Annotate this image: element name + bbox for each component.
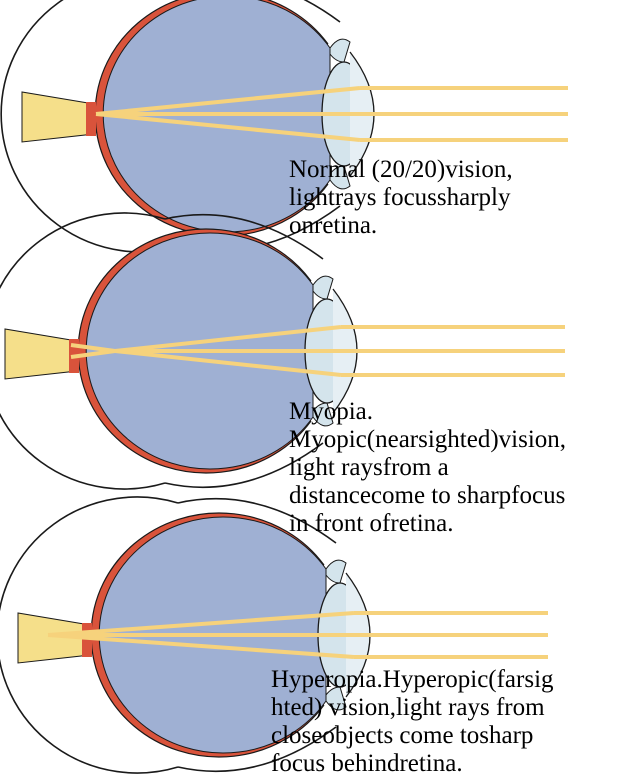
- caption-line: Hyperopia.Hyperopic(farsig: [271, 666, 554, 694]
- caption-line: lightrays focussharply: [289, 184, 513, 212]
- caption-line: Normal (20/20)vision,: [289, 156, 513, 184]
- caption-line: onretina.: [289, 212, 513, 240]
- caption-line: Myopia.: [289, 398, 566, 426]
- caption-myopia: Myopia. Myopic(nearsighted)vision, light…: [289, 398, 566, 538]
- caption-line: light raysfrom a: [289, 454, 566, 482]
- caption-line: distancecome to sharpfocus: [289, 482, 566, 510]
- caption-normal: Normal (20/20)vision, lightrays focussha…: [289, 156, 513, 240]
- caption-line: in front ofretina.: [289, 510, 566, 538]
- caption-line: closeobjects come tosharp: [271, 722, 554, 750]
- caption-line: focus behindretina.: [271, 750, 554, 778]
- caption-line: hted) vision,light rays from: [271, 694, 554, 722]
- caption-hyperopia: Hyperopia.Hyperopic(farsig hted) vision,…: [271, 666, 554, 778]
- caption-line: Myopic(nearsighted)vision,: [289, 426, 566, 454]
